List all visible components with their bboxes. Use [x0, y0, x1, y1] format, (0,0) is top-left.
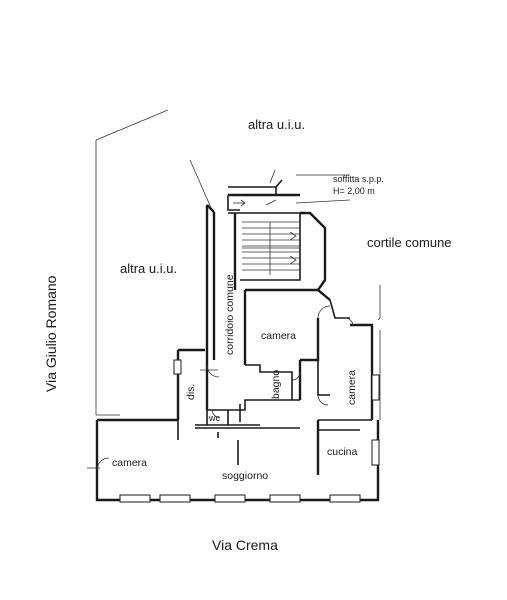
- room-wc-label: wc: [208, 413, 220, 423]
- room-camera-center-label: camera: [261, 330, 296, 342]
- room-cucina-label: cucina: [327, 446, 358, 458]
- courtyard-label: cortile comune: [367, 235, 452, 250]
- room-camera-left-label: camera: [112, 457, 147, 469]
- room-bagno-label: bagno: [270, 370, 282, 399]
- top-neighbor-label: altra u.i.u.: [248, 117, 305, 132]
- left-neighbor-label: altra u.i.u.: [120, 261, 177, 276]
- windows: [119, 359, 380, 503]
- attic-height-label: H= 2,00 m: [333, 186, 375, 196]
- room-soggiorno-label: soggiorno: [222, 470, 268, 482]
- room-camera-right-label: camera: [346, 370, 358, 405]
- street-bottom-label: Via Crema: [212, 537, 278, 553]
- attic-label: soffitta s.p.p.: [333, 174, 384, 184]
- room-corridor-label: corridoio comune: [224, 274, 236, 355]
- street-left-label: Via Giulio Romano: [43, 275, 59, 392]
- doors: [87, 305, 354, 471]
- neighbor-boundaries: [95, 109, 381, 420]
- room-dis-label: dis.: [185, 384, 197, 400]
